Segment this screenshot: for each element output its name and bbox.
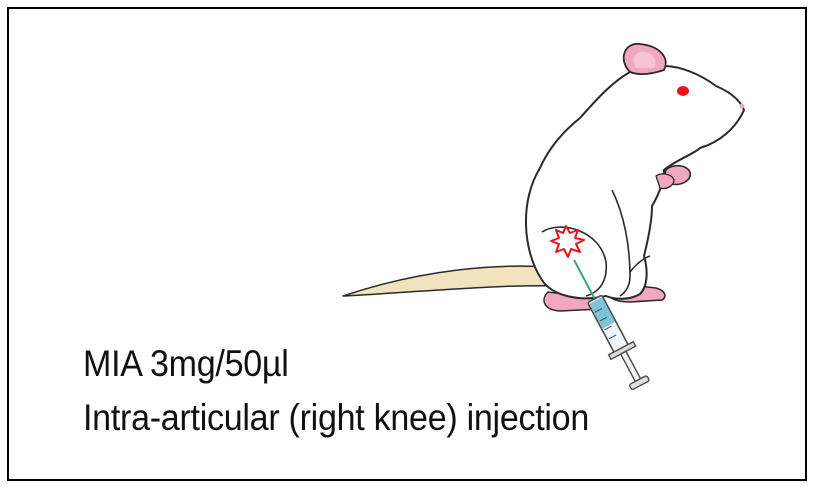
injection-route-label: Intra-articular (right knee) injection [83, 397, 589, 439]
rat-eye [677, 86, 689, 96]
rat-tail [343, 266, 562, 296]
injection-dose-label: MIA 3mg/50µl [83, 343, 289, 385]
rat-body [526, 63, 744, 299]
